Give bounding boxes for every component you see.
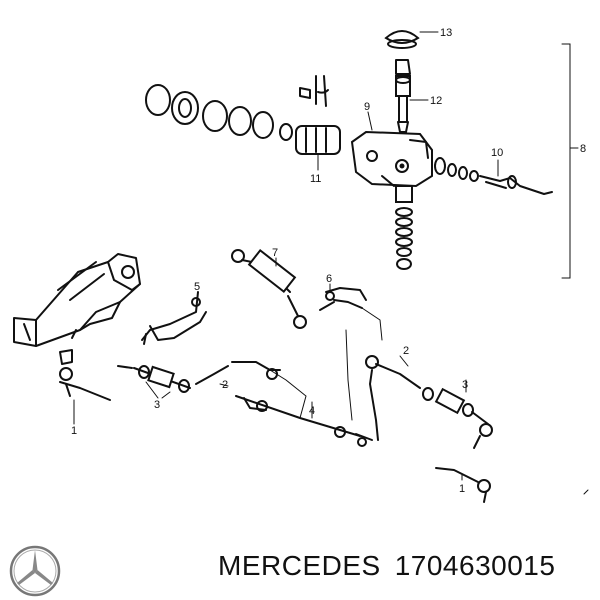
callout-7: 7 xyxy=(272,247,278,259)
inner-tie-rod-left xyxy=(195,361,281,387)
steering-damper xyxy=(231,248,307,329)
callout-12: 12 xyxy=(430,95,442,107)
sector-shaft xyxy=(395,185,413,270)
pitman-arm xyxy=(319,283,367,311)
coupling-ring xyxy=(279,123,293,141)
adjusting-sleeve-left xyxy=(117,365,191,399)
seal-rings xyxy=(145,84,274,139)
mercedes-star-icon xyxy=(9,545,61,597)
callout-labels: 13 12 9 11 10 8 7 6 5 2 2 3 3 4 1 1 xyxy=(71,27,586,495)
upper-leaders xyxy=(317,31,439,171)
callout-3-right: 3 xyxy=(462,379,468,391)
input-shaft xyxy=(434,157,553,195)
gear-housing xyxy=(350,130,433,188)
front-subframe xyxy=(13,253,141,347)
callout-9: 9 xyxy=(364,101,370,113)
corner-mark xyxy=(583,489,589,495)
bracket-8 xyxy=(561,43,579,279)
callout-10: 10 xyxy=(491,147,503,159)
center-link xyxy=(235,307,383,447)
callout-5: 5 xyxy=(194,281,200,293)
footer-caption: MERCEDES 1704630015 xyxy=(0,540,600,600)
brand-caption: MERCEDES 1704630015 xyxy=(218,550,569,582)
callout-6: 6 xyxy=(326,273,332,285)
callout-11: 11 xyxy=(310,173,321,185)
valve-clip xyxy=(299,75,373,131)
callout-1-right: 1 xyxy=(459,483,465,495)
callout-2-right: 2 xyxy=(403,345,409,357)
adjusting-sleeve-right xyxy=(422,379,489,425)
callout-2-left: 2 xyxy=(222,379,228,391)
callout-13: 13 xyxy=(440,27,452,39)
callout-4: 4 xyxy=(309,405,315,417)
callout-8: 8 xyxy=(580,143,586,155)
brand-name: MERCEDES xyxy=(218,550,381,581)
idler-arm xyxy=(141,291,207,345)
piston-sleeve xyxy=(295,125,341,169)
tie-rod-end-right xyxy=(435,423,493,503)
adjuster-cap xyxy=(384,30,420,133)
inner-tie-rod-right xyxy=(365,355,421,441)
callout-3-left: 3 xyxy=(154,399,160,411)
tie-rod-end-left xyxy=(59,349,111,425)
callout-1-left: 1 xyxy=(71,425,77,437)
part-number: 1704630015 xyxy=(394,550,556,581)
